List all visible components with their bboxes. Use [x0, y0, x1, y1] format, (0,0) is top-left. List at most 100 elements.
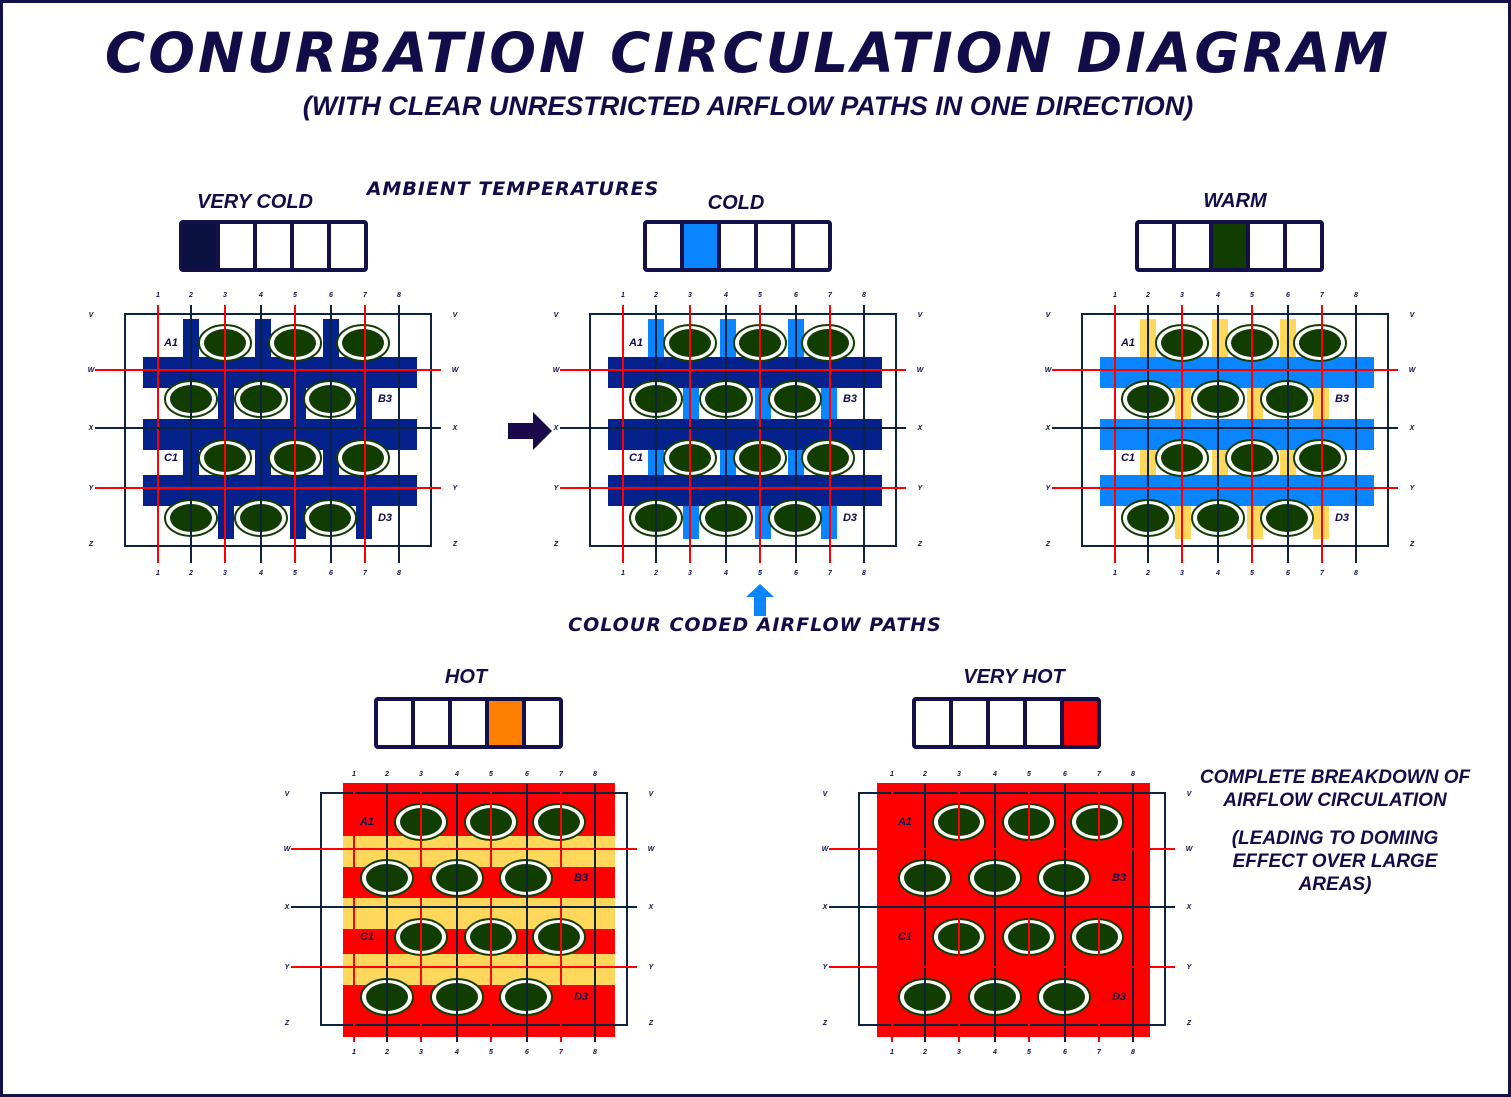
column-label-bottom: 1	[621, 570, 625, 577]
airflow-path-vertical	[1247, 506, 1263, 539]
row-label-left: W	[822, 846, 830, 853]
column-label-top: 6	[1063, 771, 1067, 778]
note-line: AIRFLOW CIRCULATION	[1223, 790, 1447, 811]
row-label-left: V	[285, 791, 291, 798]
colour-coded-label: COLOUR CODED AIRFLOW PATHS	[568, 614, 942, 636]
column-label-top: 6	[1286, 292, 1290, 299]
row-label-right: W	[1186, 846, 1194, 853]
scale-cell	[721, 224, 754, 268]
column-label-top: 1	[156, 292, 160, 299]
cell-label-c1: C1	[898, 931, 912, 943]
scale-cell	[1213, 224, 1246, 268]
row-label-left: Z	[822, 1020, 828, 1027]
row-label-left: X	[88, 425, 95, 432]
scale-cell	[916, 701, 949, 745]
building-core	[1299, 329, 1341, 357]
row-label-right: Y	[453, 485, 459, 492]
scale-cell	[183, 224, 216, 268]
column-label-top: 5	[293, 292, 297, 299]
building-icon	[1070, 803, 1124, 841]
column-label-bottom: 7	[363, 570, 368, 577]
row-label-right: X	[648, 904, 655, 911]
scale-cell	[684, 224, 717, 268]
row-label-left: Z	[553, 541, 559, 548]
warm-temperature-scale	[1135, 220, 1324, 272]
scale-cell	[452, 701, 485, 745]
column-label-bottom: 3	[957, 1049, 961, 1056]
scale-cell	[1287, 224, 1320, 268]
row-label-right: V	[918, 312, 924, 319]
scale-cell	[489, 701, 522, 745]
airflow-path-vertical	[720, 450, 736, 475]
cell-label-c1: C1	[629, 452, 643, 464]
airflow-path-vertical	[755, 506, 771, 539]
up-arrow-icon	[746, 584, 774, 616]
column-label-bottom: 2	[922, 1049, 927, 1056]
column-label-top: 5	[1250, 292, 1254, 299]
row-label-right: Y	[918, 485, 924, 492]
scale-cell	[1250, 224, 1283, 268]
building-icon	[801, 439, 855, 477]
row-label-right: Z	[452, 541, 458, 548]
column-label-top: 1	[621, 292, 625, 299]
column-label-top: 3	[419, 771, 423, 778]
row-label-left: Y	[554, 485, 560, 492]
scale-cell	[294, 224, 327, 268]
column-label-top: 3	[1180, 292, 1184, 299]
column-label-top: 8	[593, 771, 597, 778]
column-label-bottom: 1	[352, 1049, 356, 1056]
row-label-left: Z	[284, 1020, 290, 1027]
airflow-path-vertical	[720, 319, 736, 357]
row-label-right: X	[1409, 425, 1416, 432]
building-core	[342, 444, 384, 472]
row-label-right: W	[1409, 367, 1417, 374]
airflow-path-vertical	[290, 506, 306, 539]
airflow-path-vertical	[1212, 319, 1228, 357]
row-label-right: X	[917, 425, 924, 432]
building-core	[807, 444, 849, 472]
column-label-bottom: 7	[1097, 1049, 1102, 1056]
column-label-top: 4	[258, 292, 263, 299]
column-label-bottom: 7	[828, 570, 833, 577]
row-label-right: Y	[649, 964, 655, 971]
row-label-left: W	[1045, 367, 1053, 374]
page-subtitle: (WITH CLEAR UNRESTRICTED AIRFLOW PATHS I…	[302, 91, 1194, 121]
right-arrow-icon	[508, 412, 552, 450]
column-label-bottom: 2	[188, 570, 193, 577]
column-label-top: 8	[1354, 292, 1358, 299]
building-icon	[801, 324, 855, 362]
column-label-bottom: 6	[525, 1049, 529, 1056]
row-label-left: Z	[1045, 541, 1051, 548]
column-label-top: 5	[1027, 771, 1031, 778]
column-label-bottom: 4	[992, 1049, 997, 1056]
column-label-top: 3	[957, 771, 961, 778]
scale-cell	[1064, 701, 1097, 745]
cell-label-b3: B3	[1112, 872, 1126, 884]
column-label-top: 4	[992, 771, 997, 778]
column-label-bottom: 3	[1180, 570, 1184, 577]
scale-cell	[758, 224, 791, 268]
scale-cell	[331, 224, 364, 268]
scale-cell	[953, 701, 986, 745]
cold-temperature-scale	[643, 220, 832, 272]
column-label-top: 1	[890, 771, 894, 778]
column-label-top: 2	[653, 292, 658, 299]
scale-cell	[990, 701, 1023, 745]
cell-label-a1: A1	[628, 337, 643, 349]
ambient-temperatures-label: AMBIENT TEMPERATURES	[366, 178, 660, 200]
page-title: CONURBATION CIRCULATION DIAGRAM	[104, 21, 1392, 85]
column-label-bottom: 2	[653, 570, 658, 577]
building-core	[342, 329, 384, 357]
column-label-bottom: 6	[1063, 1049, 1067, 1056]
very-hot-label: VERY HOT	[963, 666, 1065, 688]
building-core	[1299, 444, 1341, 472]
column-label-bottom: 6	[1286, 570, 1290, 577]
column-label-top: 8	[1131, 771, 1135, 778]
cell-label-a1: A1	[359, 816, 374, 828]
row-label-left: X	[553, 425, 560, 432]
column-label-bottom: 1	[156, 570, 160, 577]
column-label-top: 4	[1215, 292, 1220, 299]
